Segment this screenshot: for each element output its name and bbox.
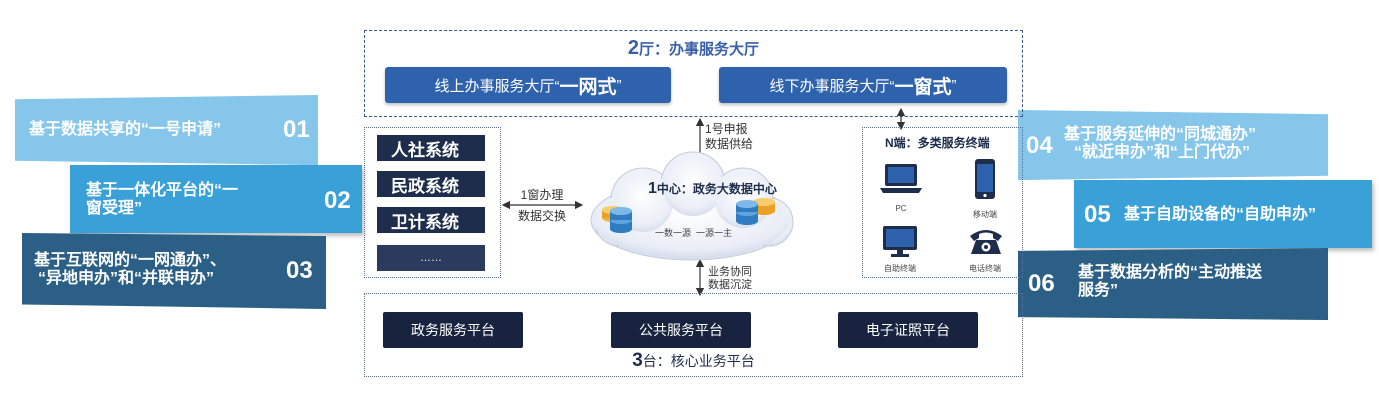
report-label: 1号申报 数据供给	[705, 122, 754, 151]
collab-label: 业务协同 数据沉淀	[708, 266, 752, 291]
banner-06: 06 基于数据分析的“主动推送 服务”	[1018, 248, 1328, 320]
banner-04: 04 基于服务延伸的“同城通办” “就近申办”和“上门代办”	[1018, 110, 1328, 180]
terminals-title: N端：多类服务终端	[885, 136, 990, 150]
banner-05: 05 基于自助设备的“自助申办”	[1074, 180, 1372, 248]
cloud-subtitle: 一数一源 一源一主	[655, 228, 733, 238]
platform-e-license[interactable]: 电子证照平台	[838, 312, 978, 348]
system-civil-affairs[interactable]: 民政系统	[377, 171, 485, 197]
banner-01-number: 01	[283, 116, 310, 143]
banner-04-number: 04	[1026, 132, 1053, 159]
banner-02-number: 02	[324, 187, 351, 214]
core-platform-box: 政务服务平台 公共服务平台 电子证照平台 3台：核心业务平台	[364, 293, 1023, 377]
systems-box: 人社系统 民政系统 卫计系统 ……	[364, 127, 501, 278]
banner-01: 基于数据共享的“一号申请” 01	[15, 95, 318, 165]
service-hall-title: 2厅：办事服务大厅	[627, 37, 760, 59]
service-hall-box: 2厅：办事服务大厅 线上办事服务大厅“一网式” 线下办事服务大厅“一窗式”	[364, 30, 1023, 117]
terminal-label-mobile: 移动端	[973, 210, 997, 219]
system-more[interactable]: ……	[377, 245, 485, 271]
offline-hall-button[interactable]: 线下办事服务大厅“一窗式”	[719, 67, 1007, 103]
cloud-icon	[590, 151, 794, 261]
banner-04-text: 基于服务延伸的“同城通办” “就近申办”和“上门代办”	[1064, 126, 1257, 161]
terminals-box: N端：多类服务终端 PC 移动端 自助终端 电话终端	[862, 127, 1023, 278]
mobile-icon	[975, 159, 995, 199]
banner-05-number: 05	[1084, 201, 1111, 228]
platform-public-service[interactable]: 公共服务平台	[611, 312, 751, 348]
database-icon-left	[602, 206, 632, 233]
exchange-label: 1窗办理 数据交换	[517, 188, 566, 223]
banner-02: 基于一体化平台的“一 窗受理” 02	[70, 165, 362, 233]
cloud-title: 1中心：政务大数据中心	[648, 180, 777, 197]
terminal-label-phone: 电话终端	[969, 264, 1001, 273]
system-health[interactable]: 卫计系统	[377, 207, 485, 233]
banner-03-number: 03	[286, 257, 313, 284]
system-hr-social[interactable]: 人社系统	[377, 135, 485, 161]
banner-06-text: 基于数据分析的“主动推送 服务”	[1078, 264, 1263, 299]
laptop-icon	[880, 164, 922, 193]
monitor-icon	[883, 226, 917, 257]
banner-03: 基于互联网的“一网通办”、 “异地申办”和“并联申办” 03	[22, 233, 326, 309]
database-icon-right	[736, 198, 775, 225]
banner-05-text: 基于自助设备的“自助申办”	[1124, 206, 1317, 223]
terminal-label-kiosk: 自助终端	[884, 264, 916, 273]
core-platform-title: 3台：核心业务平台	[632, 350, 755, 371]
platform-government-service[interactable]: 政务服务平台	[383, 312, 523, 348]
online-hall-button[interactable]: 线上办事服务大厅“一网式”	[385, 67, 671, 103]
banner-01-text: 基于数据共享的“一号申请”	[29, 121, 222, 138]
terminal-label-pc: PC	[895, 204, 907, 213]
banner-06-number: 06	[1028, 270, 1055, 297]
banner-03-text: 基于互联网的“一网通办”、 “异地申办”和“并联申办”	[34, 252, 227, 287]
banner-02-text: 基于一体化平台的“一 窗受理”	[86, 182, 239, 217]
telephone-icon	[970, 230, 1002, 254]
